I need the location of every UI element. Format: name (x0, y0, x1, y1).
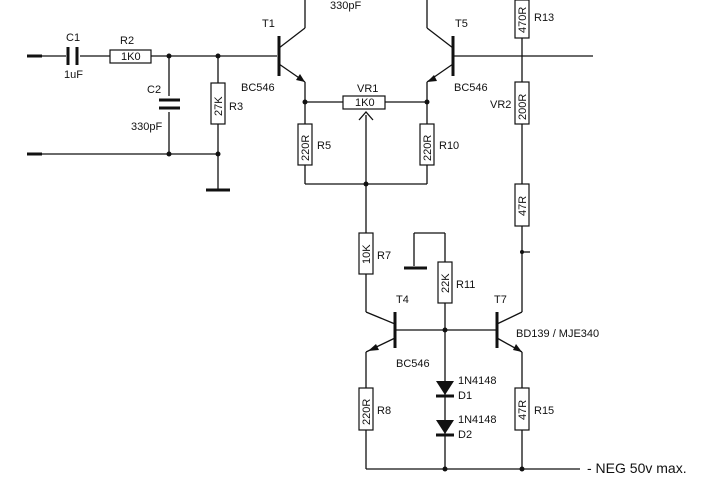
vr1-value: 1K0 (355, 97, 375, 109)
r7-ref: R7 (377, 250, 391, 262)
t1-type: BC546 (241, 82, 275, 94)
c1-value: 1uF (64, 69, 83, 81)
r10-value: 220R (422, 135, 434, 161)
t4-ref: T4 (396, 294, 409, 306)
d2-ref: D2 (458, 429, 472, 441)
c1-ref: C1 (66, 32, 80, 44)
r5-value: 220R (300, 135, 312, 161)
vr1-ref: VR1 (357, 83, 378, 95)
transistor-t4: T4 BC546 (365, 294, 497, 388)
right-column (520, 38, 530, 312)
capacitor-c2: C2 330pF (131, 84, 180, 133)
r3-ref: R3 (229, 101, 243, 113)
vr2-value: 200R (517, 94, 529, 120)
potentiometer-vr2: 200R VR2 (490, 81, 530, 125)
t4-type: BC546 (396, 358, 430, 370)
transistor-t5: T5 BC546 (426, 0, 593, 102)
t5-ref: T5 (455, 18, 468, 30)
r13-value: 470R (517, 7, 529, 33)
resistor-r7: 10K R7 (358, 232, 391, 312)
d2-type: 1N4148 (458, 414, 497, 426)
transistor-t7: T7 BD139 / MJE340 (494, 294, 599, 388)
resistor-r10: 220R R10 (419, 123, 459, 166)
input-wiring (27, 54, 277, 192)
r15-value: 47R (517, 400, 529, 420)
resistor-47r-upper: 47R (514, 183, 530, 227)
t5-type: BC546 (454, 82, 488, 94)
r13-ref: R13 (534, 12, 554, 24)
d1-ref: D1 (458, 390, 472, 402)
diode-d2: 1N4148 D2 (436, 414, 497, 441)
negative-rail: - NEG 50v max. (366, 460, 687, 476)
resistor-r3: 27K R3 (210, 82, 243, 125)
r3-value: 27K (213, 96, 225, 116)
r47a-value: 47R (517, 196, 529, 216)
rail-label: - NEG 50v max. (587, 460, 687, 476)
input-junctions (166, 53, 221, 157)
resistor-r15: 47R R15 (514, 387, 554, 469)
vr2-ref: VR2 (490, 99, 511, 111)
r5-ref: R5 (317, 140, 331, 152)
resistor-r5: 220R R5 (297, 123, 331, 166)
t7-type: BD139 / MJE340 (516, 328, 599, 340)
resistor-r8: 220R R8 (358, 387, 391, 469)
c2-value: 330pF (131, 121, 162, 133)
r11-value: 22K (440, 273, 452, 293)
r2-ref: R2 (120, 35, 134, 47)
diode-d1: 1N4148 D1 (436, 375, 497, 402)
t1-ref: T1 (262, 18, 275, 30)
r7-value: 10K (361, 244, 373, 264)
capacitor-c1: C1 1uF (64, 32, 83, 81)
resistor-r2: 1K0 R2 (109, 35, 152, 64)
r10-ref: R10 (439, 140, 459, 152)
r8-ref: R8 (377, 405, 391, 417)
r2-value: 1K0 (121, 51, 141, 63)
r11-ref: R11 (456, 279, 475, 291)
r8-value: 220R (361, 399, 373, 425)
transistor-t1: T1 BC546 (241, 0, 306, 102)
resistor-r13: 470R R13 (514, 0, 554, 39)
ctop-value: 330pF (330, 0, 361, 12)
d1-type: 1N4148 (458, 375, 497, 387)
vr1-network: 1K0 VR1 (302, 83, 430, 240)
r15-ref: R15 (534, 405, 554, 417)
c2-ref: C2 (147, 84, 161, 96)
t7-ref: T7 (494, 294, 507, 306)
